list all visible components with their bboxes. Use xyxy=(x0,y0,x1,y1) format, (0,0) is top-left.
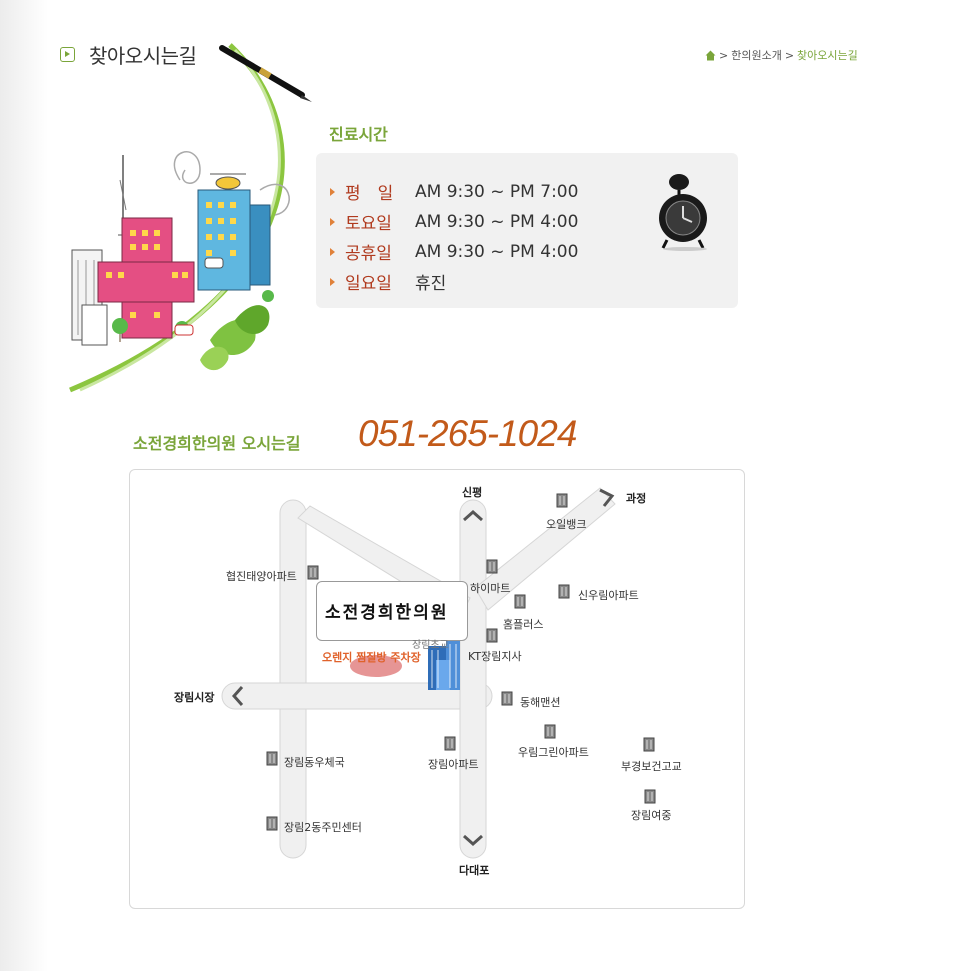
hours-time: AM 9:30 ~ PM 7:00 xyxy=(415,181,579,202)
label-homeplus: 홈플러스 xyxy=(503,618,544,631)
alarm-clock-icon xyxy=(659,174,707,251)
hours-box: 평 일 AM 9:30 ~ PM 7:00 토요일 AM 9:30 ~ PM 4… xyxy=(316,153,738,308)
hours-time: AM 9:30 ~ PM 4:00 xyxy=(415,241,579,262)
label-center: 장림2동주민센터 xyxy=(284,821,362,834)
label-hyeopjin: 협진태양아파트 xyxy=(226,570,297,583)
arrow-icon xyxy=(330,247,335,256)
breadcrumb-separator: > xyxy=(784,48,795,62)
hours-day: 일요일 xyxy=(345,274,392,294)
label-woorim: 우림그린아파트 xyxy=(518,746,589,759)
label-donghae: 동해맨션 xyxy=(520,696,561,709)
arrow-icon xyxy=(330,187,335,196)
hours-day: 평 일 xyxy=(345,184,394,204)
building-icon xyxy=(266,751,278,766)
building-icon xyxy=(266,816,278,831)
label-dadaepo: 다대포 xyxy=(459,864,490,877)
parking-label: 오렌지 찜질방 주차장 xyxy=(322,651,421,664)
label-post: 장림동우체국 xyxy=(284,756,345,769)
arrow-icon xyxy=(330,277,335,286)
building-icon xyxy=(514,594,526,609)
building-icon xyxy=(544,724,556,739)
arrow-icon xyxy=(330,217,335,226)
page-title-wrap: 찾아오시는길 xyxy=(60,40,197,69)
map-roads xyxy=(221,487,616,859)
phone-number[interactable]: 051-265-1024 xyxy=(358,413,577,454)
play-icon xyxy=(60,47,75,62)
city-illustration xyxy=(69,43,312,393)
breadcrumb-current: 찾아오시는길 xyxy=(797,49,858,62)
building-icon xyxy=(643,737,655,752)
building-icon xyxy=(558,584,570,599)
hours-row: 공휴일 AM 9:30 ~ PM 4:00 xyxy=(330,239,578,264)
label-bugyeong: 부경보건고교 xyxy=(621,760,682,773)
label-school: 장림초교 xyxy=(412,640,449,651)
breadcrumb-item-intro[interactable]: 한의원소개 xyxy=(731,49,782,62)
building-icon xyxy=(486,628,498,643)
building-icon xyxy=(501,691,513,706)
label-gwajeong: 과정 xyxy=(626,492,647,505)
left-shade xyxy=(0,0,48,971)
hours-row: 일요일 휴진 xyxy=(330,269,446,294)
label-sinwoo: 신우림아파트 xyxy=(578,589,639,602)
hours-time: 휴진 xyxy=(415,274,447,294)
label-girls: 장림여중 xyxy=(631,809,672,822)
label-apt: 장림아파트 xyxy=(428,758,479,771)
label-kt: KT장림지사 xyxy=(468,650,522,663)
hours-row: 토요일 AM 9:30 ~ PM 4:00 xyxy=(330,209,578,234)
hours-row: 평 일 AM 9:30 ~ PM 7:00 xyxy=(330,179,578,204)
map: 소전경희한의원 장림초교 오렌지 찜질방 주차장 신평 과정 오일뱅크 협진태양… xyxy=(129,469,745,909)
clinic-label: 소전경희한의원 xyxy=(316,581,468,641)
label-sinpyeong: 신평 xyxy=(462,486,483,499)
building-icon xyxy=(307,565,319,580)
building-icon xyxy=(556,493,568,508)
hours-time: AM 9:30 ~ PM 4:00 xyxy=(415,211,579,232)
label-himart: 하이마트 xyxy=(470,582,511,595)
label-market: 장림시장 xyxy=(174,691,215,704)
building-icon xyxy=(644,789,656,804)
breadcrumb-separator: > xyxy=(719,48,729,62)
pen-icon xyxy=(219,45,312,102)
hours-day: 토요일 xyxy=(345,214,392,234)
building-icon xyxy=(486,559,498,574)
clinic-name: 소전경희한의원 xyxy=(325,603,449,623)
label-oil-bank: 오일뱅크 xyxy=(546,518,587,531)
home-icon[interactable] xyxy=(705,50,716,61)
page-title: 찾아오시는길 xyxy=(89,44,197,68)
location-title: 소전경희한의원 오시는길 xyxy=(133,434,301,453)
hours-title: 진료시간 xyxy=(329,125,388,144)
hours-day: 공휴일 xyxy=(345,244,392,264)
building-icon xyxy=(444,736,456,751)
clinic-building xyxy=(428,640,460,690)
breadcrumb: > 한의원소개 > 찾아오시는길 xyxy=(705,47,858,63)
